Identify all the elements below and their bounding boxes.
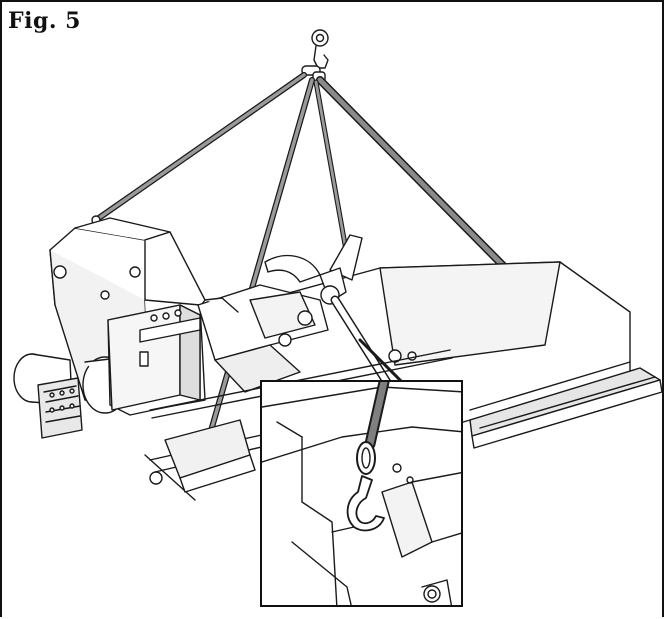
sling-hook-detail-icon (262, 382, 461, 605)
valve-block (37, 377, 83, 439)
hook-detail-inset (260, 380, 463, 607)
figure-label: Fig. 5 (8, 8, 81, 34)
control-box (107, 304, 201, 416)
